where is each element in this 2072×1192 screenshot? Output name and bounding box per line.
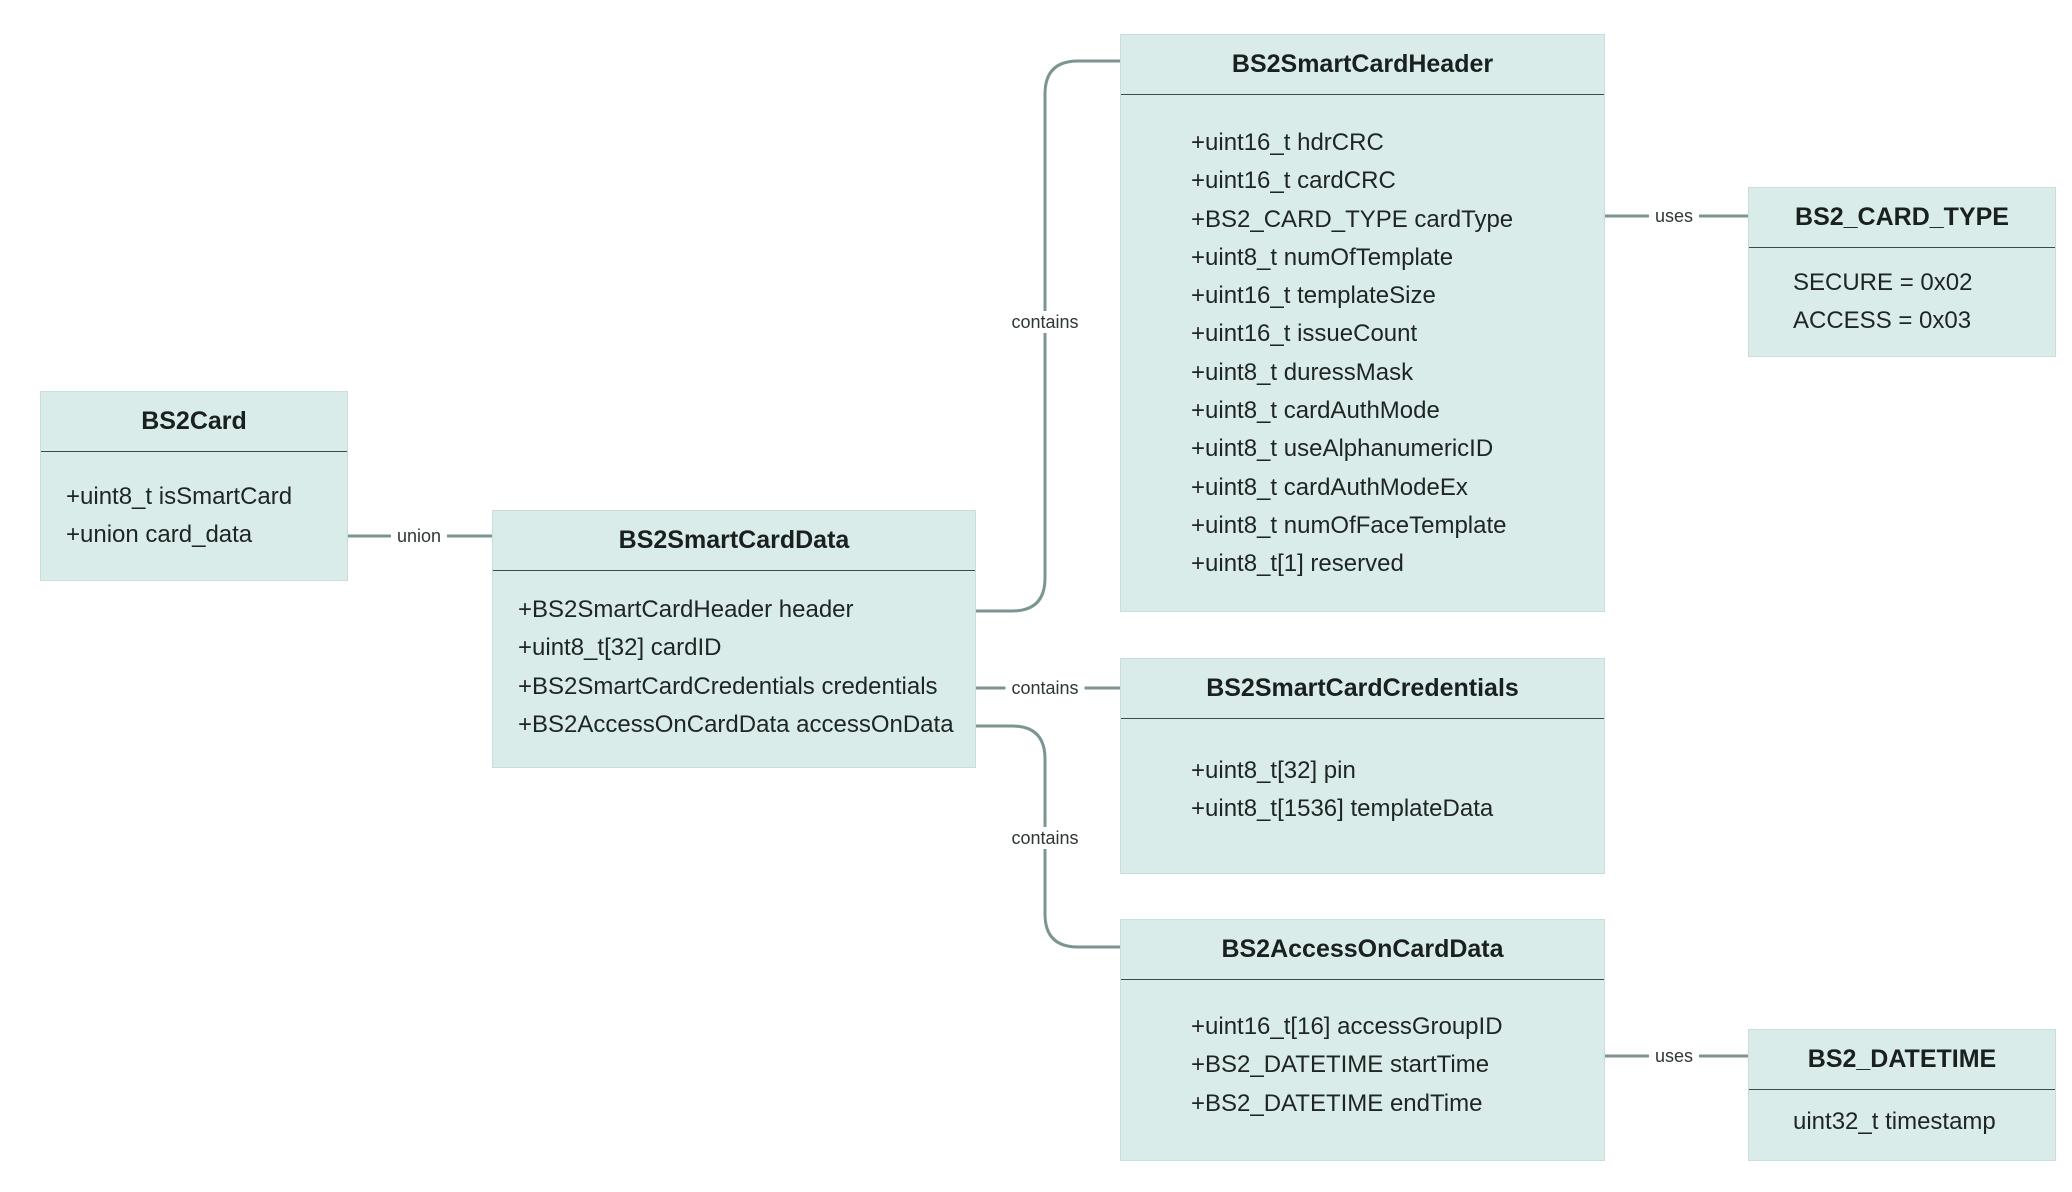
edge-label-union: union xyxy=(390,525,448,547)
field-row: +union card_data xyxy=(66,521,253,549)
field-row: +uint8_t[1536] templateData xyxy=(1191,795,1494,823)
entity-bs2-card-type[interactable]: BS2_CARD_TYPE SECURE = 0x02 ACCESS = 0x0… xyxy=(1748,187,2056,357)
field-row: +uint8_t[32] pin xyxy=(1191,757,1356,784)
field-row: +uint16_t templateSize xyxy=(1191,282,1436,310)
entity-bs2accessoncarddata[interactable]: BS2AccessOnCardData +uint16_t[16] access… xyxy=(1120,919,1605,1161)
entity-bs2-datetime[interactable]: BS2_DATETIME uint32_t timestamp xyxy=(1748,1029,2056,1161)
field-row: ACCESS = 0x03 xyxy=(1793,307,1972,335)
entity-bs2card[interactable]: BS2Card +uint8_t isSmartCard +union card… xyxy=(40,391,348,581)
field-row: +BS2_CARD_TYPE cardType xyxy=(1191,205,1514,233)
entity-title: BS2_DATETIME xyxy=(1749,1030,2055,1090)
entity-fields: uint32_t timestamp xyxy=(1749,1090,2055,1141)
field-row: +uint8_t isSmartCard xyxy=(66,483,293,510)
entity-bs2smartcardcredentials[interactable]: BS2SmartCardCredentials +uint8_t[32] pin… xyxy=(1120,658,1605,874)
field-row: +BS2_DATETIME startTime xyxy=(1191,1051,1490,1079)
field-row: +uint8_t[32] cardID xyxy=(518,634,722,662)
edge-label-uses-card-type: uses xyxy=(1648,205,1700,227)
entity-title: BS2AccessOnCardData xyxy=(1121,920,1604,980)
entity-bs2smartcarddata[interactable]: BS2SmartCardData +BS2SmartCardHeader hea… xyxy=(492,510,976,768)
entity-bs2smartcardheader[interactable]: BS2SmartCardHeader +uint16_t hdrCRC +uin… xyxy=(1120,34,1605,612)
entity-fields: +uint8_t isSmartCard +union card_data xyxy=(41,452,347,555)
field-row: +uint8_t[1] reserved xyxy=(1191,550,1404,578)
entity-fields: +BS2SmartCardHeader header +uint8_t[32] … xyxy=(493,571,975,744)
field-row: +uint8_t useAlphanumericID xyxy=(1191,435,1494,463)
field-row: +BS2SmartCardCredentials credentials xyxy=(518,672,938,700)
field-row: +uint8_t duressMask xyxy=(1191,358,1414,386)
edge-label-contains-header: contains xyxy=(1005,311,1085,333)
field-row: +BS2_DATETIME endTime xyxy=(1191,1089,1483,1117)
entity-title: BS2SmartCardCredentials xyxy=(1121,659,1604,719)
field-row: +BS2AccessOnCardData accessOnData xyxy=(518,710,954,738)
entity-title: BS2SmartCardHeader xyxy=(1121,35,1604,95)
field-row: SECURE = 0x02 xyxy=(1793,269,1973,296)
field-row: +uint8_t numOfFaceTemplate xyxy=(1191,511,1507,539)
entity-fields: SECURE = 0x02 ACCESS = 0x03 xyxy=(1749,248,2055,341)
edge-label-uses-datetime: uses xyxy=(1648,1045,1700,1067)
entity-fields: +uint16_t hdrCRC +uint16_t cardCRC +BS2_… xyxy=(1121,95,1604,584)
entity-fields: +uint16_t[16] accessGroupID +BS2_DATETIM… xyxy=(1121,980,1604,1123)
entity-title: BS2Card xyxy=(41,392,347,452)
field-row: +uint16_t[16] accessGroupID xyxy=(1191,1013,1503,1040)
entity-title: BS2_CARD_TYPE xyxy=(1749,188,2055,248)
edge-label-contains-access: contains xyxy=(1005,827,1085,849)
field-row: +uint8_t cardAuthMode xyxy=(1191,397,1440,425)
field-row: +uint8_t cardAuthModeEx xyxy=(1191,473,1468,501)
field-row: uint32_t timestamp xyxy=(1793,1108,1996,1135)
field-row: +uint16_t hdrCRC xyxy=(1191,129,1384,156)
entity-fields: +uint8_t[32] pin +uint8_t[1536] template… xyxy=(1121,719,1604,829)
contains-header-connector xyxy=(866,59,1120,613)
field-row: +uint8_t numOfTemplate xyxy=(1191,243,1454,271)
edge-label-contains-credentials: contains xyxy=(1005,677,1085,699)
field-row: +BS2SmartCardHeader header xyxy=(518,596,854,623)
entity-title: BS2SmartCardData xyxy=(493,511,975,571)
field-row: +uint16_t issueCount xyxy=(1191,320,1418,348)
field-row: +uint16_t cardCRC xyxy=(1191,167,1396,195)
